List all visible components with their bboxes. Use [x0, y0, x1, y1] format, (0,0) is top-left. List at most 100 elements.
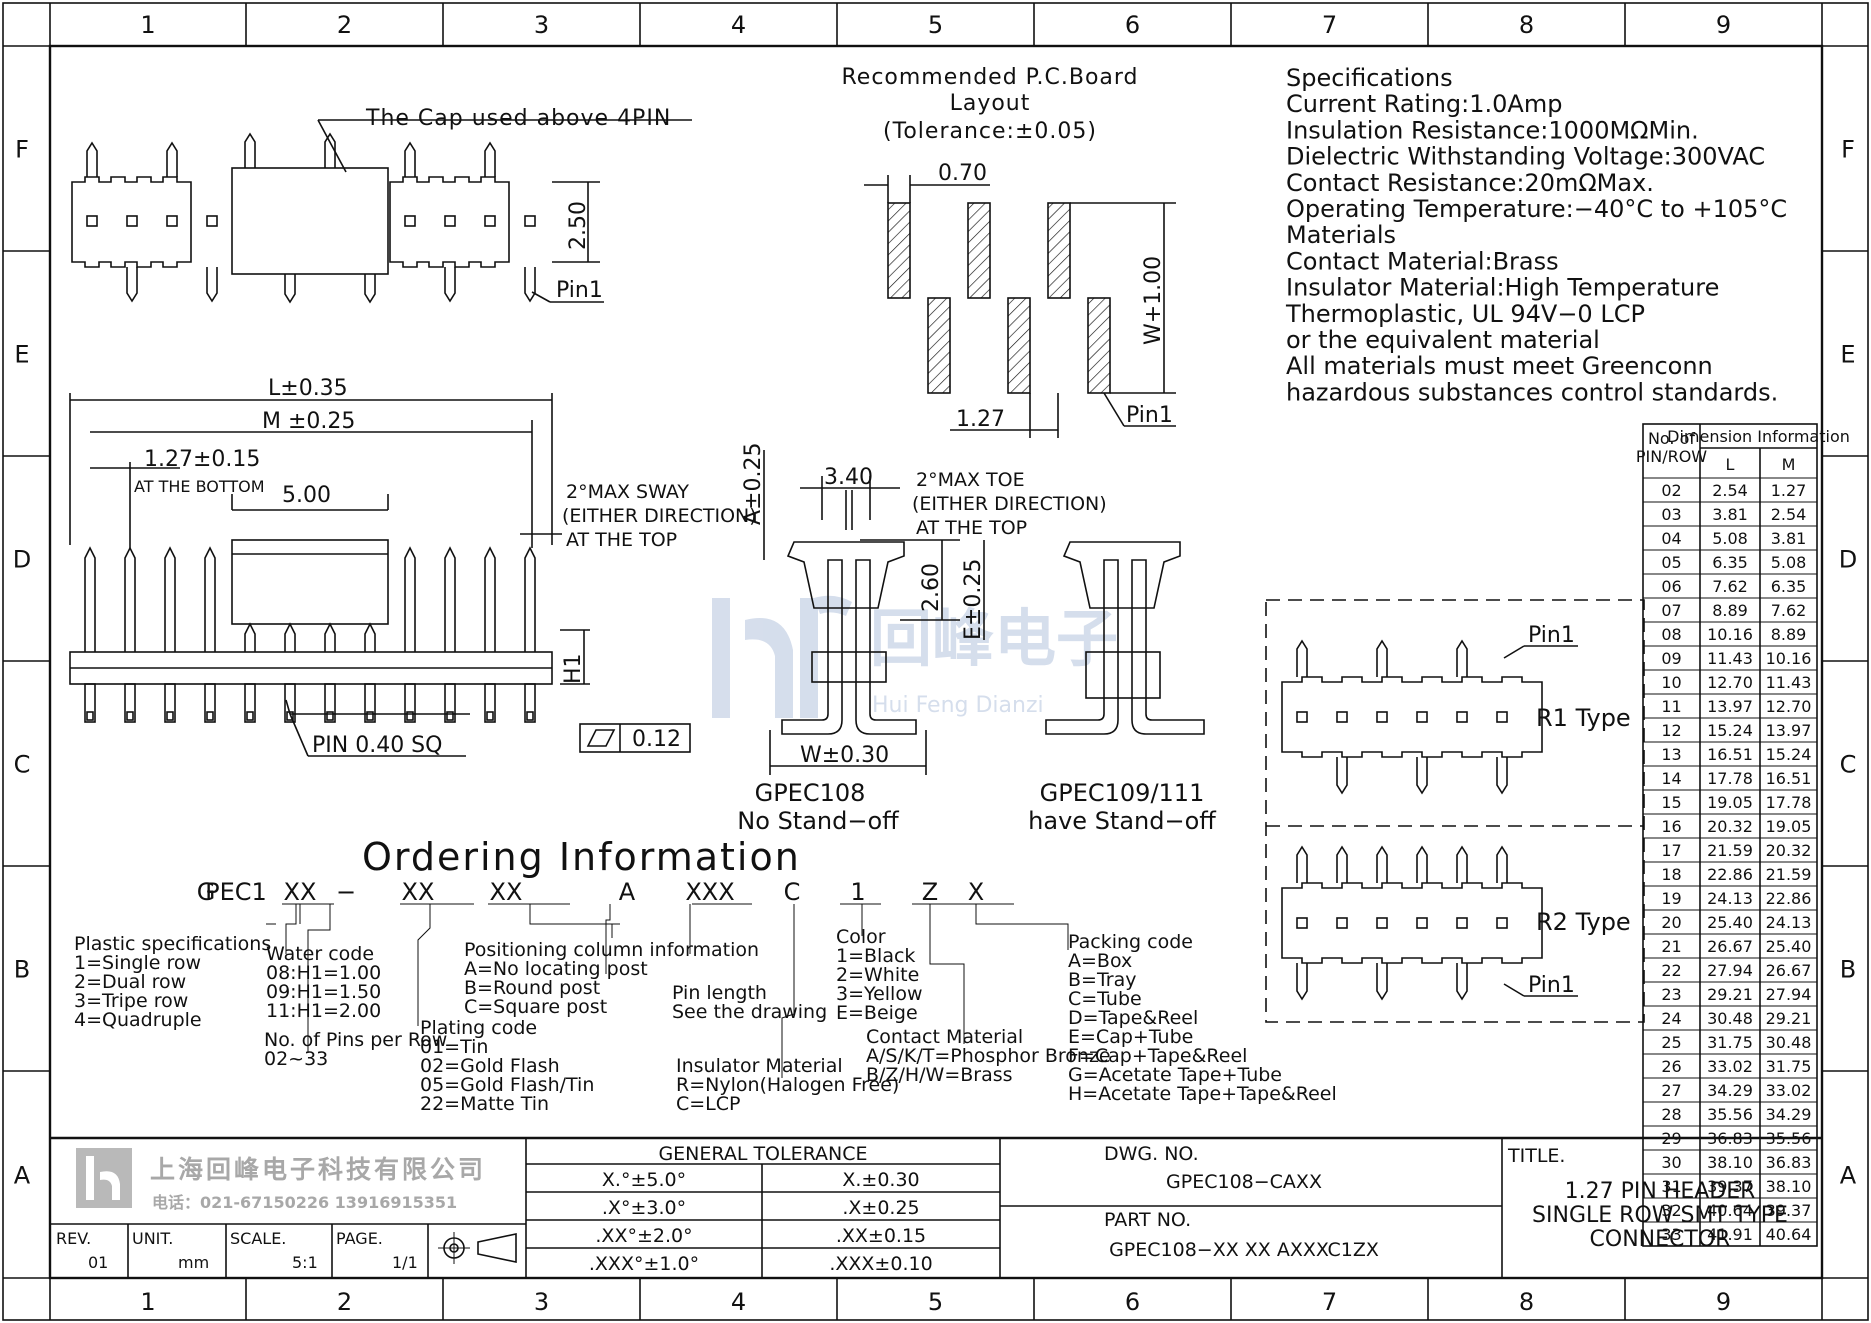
order-code-part: XX	[284, 878, 317, 906]
pcb-pad	[1007, 297, 1031, 394]
positioning-line: B=Round post	[464, 977, 600, 999]
spec-line: Materials	[1286, 221, 1396, 249]
pin-square	[1456, 917, 1468, 929]
positioning-line: A=No locating post	[464, 958, 648, 980]
color-line: 3=Yellow	[836, 983, 923, 1005]
order-leader-line	[266, 904, 301, 954]
top-view-pin1: Pin1	[556, 278, 603, 303]
plating-code-line: 05=Gold Flash/Tin	[420, 1074, 594, 1096]
zone-col-label: 9	[1716, 11, 1731, 39]
pin-square	[126, 711, 134, 721]
pad-pitch-dim: 1.27	[956, 407, 1005, 432]
pin-square	[166, 215, 178, 227]
pin-square	[366, 711, 374, 721]
zone-row-label: F	[15, 136, 29, 164]
pin-square	[206, 215, 218, 227]
table-cell: 16	[1661, 817, 1681, 836]
plastic-spec-line: 4=Quadruple	[74, 1009, 202, 1031]
zone-col-label: 1	[140, 1288, 155, 1316]
pcb-layout: Recommended P.C.Board Layout (Tolerance:…	[841, 65, 1176, 438]
pin-square	[86, 215, 98, 227]
h1-dim: H1	[561, 653, 586, 684]
order-code-part: X	[968, 878, 984, 906]
zone-row-label: A	[1840, 1162, 1857, 1190]
table-cell: 22.86	[1766, 889, 1812, 908]
table-cell: 5.08	[1712, 529, 1748, 548]
zone-col-label: 3	[534, 11, 549, 39]
pin-lead	[1456, 639, 1468, 677]
table-cell: 20.32	[1766, 841, 1812, 860]
pin-lead	[206, 267, 218, 303]
table-cell: 30.48	[1707, 1009, 1753, 1028]
pad-length-dim: W+1.00	[1141, 256, 1166, 345]
table-cell: 11	[1661, 697, 1681, 716]
pin-lead	[1496, 757, 1508, 795]
pin-lead	[164, 546, 176, 652]
table-cell: 31.75	[1707, 1033, 1753, 1052]
water-code-line: 11:H1=2.00	[266, 1000, 381, 1022]
order-code-part: XXX	[685, 878, 734, 906]
order-code-part: PEC1	[205, 878, 267, 906]
table-cell: 35.56	[1707, 1105, 1753, 1124]
tol-linear-2: .XX±0.15	[836, 1225, 926, 1247]
table-cell: 13.97	[1707, 697, 1753, 716]
table-cell: 3.81	[1712, 505, 1748, 524]
table-cell: 7.62	[1771, 601, 1807, 620]
pin-lead	[524, 267, 536, 303]
pin-lead	[86, 141, 98, 177]
pins-per-row-line: 02~33	[264, 1048, 328, 1070]
flatness-value: 0.12	[632, 727, 681, 752]
pin-square	[1376, 711, 1388, 723]
order-code-part: −	[336, 878, 356, 906]
table-header-l: L	[1726, 455, 1735, 474]
pcb-pad	[927, 297, 951, 394]
tol-angle-2: .XX°±2.0°	[595, 1225, 692, 1247]
table-cell: 18	[1661, 865, 1681, 884]
contact-material-line: A/S/K/T=Phosphor Bronze	[866, 1045, 1111, 1067]
table-cell: 33	[1661, 1225, 1681, 1244]
company-watermark: 回峰电子 Hui Feng Dianzi	[712, 595, 1118, 718]
pin-lead	[324, 622, 336, 652]
pin-square	[1296, 711, 1308, 723]
tol-angle-0: X.°±5.0°	[602, 1169, 686, 1191]
title-block: 上海回峰电子科技有限公司 电话：021-67150226 13916915351…	[50, 1136, 1822, 1278]
zone-row-label: B	[14, 956, 30, 984]
table-cell: 26	[1661, 1057, 1681, 1076]
spec-line: hazardous substances control standards.	[1286, 378, 1778, 406]
pcb-pad	[1047, 202, 1071, 299]
insulator-line: C=LCP	[676, 1093, 741, 1115]
zone-row-label: C	[14, 751, 31, 779]
spec-line: Thermoplastic, UL 94V−0 LCP	[1285, 300, 1645, 328]
table-cell: 12.70	[1766, 697, 1812, 716]
tol-linear-3: .XXX±0.10	[829, 1253, 932, 1275]
table-cell: 34.29	[1766, 1105, 1812, 1124]
table-cell: 15.24	[1707, 721, 1753, 740]
pin-lead	[204, 546, 216, 652]
table-cell: 8.89	[1712, 601, 1748, 620]
packing-code-line: D=Tape&Reel	[1068, 1007, 1198, 1029]
zone-col-label: 4	[731, 1288, 746, 1316]
pin-square	[1376, 917, 1388, 929]
table-cell: 40.64	[1766, 1225, 1812, 1244]
table-cell: 33.02	[1707, 1057, 1753, 1076]
spec-line: Insulation Resistance:1000MΩMin.	[1286, 116, 1699, 144]
table-cell: 06	[1661, 577, 1681, 596]
part-no-label: PART NO.	[1104, 1209, 1191, 1231]
r1-type-label: R1 Type	[1536, 704, 1631, 732]
order-leader-line	[781, 904, 795, 1078]
company-phone: 电话：021-67150226 13916915351	[152, 1193, 457, 1212]
pcb-tolerance: (Tolerance:±0.05)	[883, 119, 1097, 144]
table-cell: 27.94	[1707, 961, 1753, 980]
zone-row-label: A	[14, 1162, 31, 1190]
insulator-line: Insulator Material	[676, 1055, 843, 1077]
order-leader-line	[529, 904, 620, 938]
pin-square	[1496, 711, 1508, 723]
table-cell: 8.89	[1771, 625, 1807, 644]
table-cell: 17	[1661, 841, 1681, 860]
pin-square	[1416, 711, 1428, 723]
table-cell: 22	[1661, 961, 1681, 980]
pin-lead	[1376, 845, 1388, 883]
